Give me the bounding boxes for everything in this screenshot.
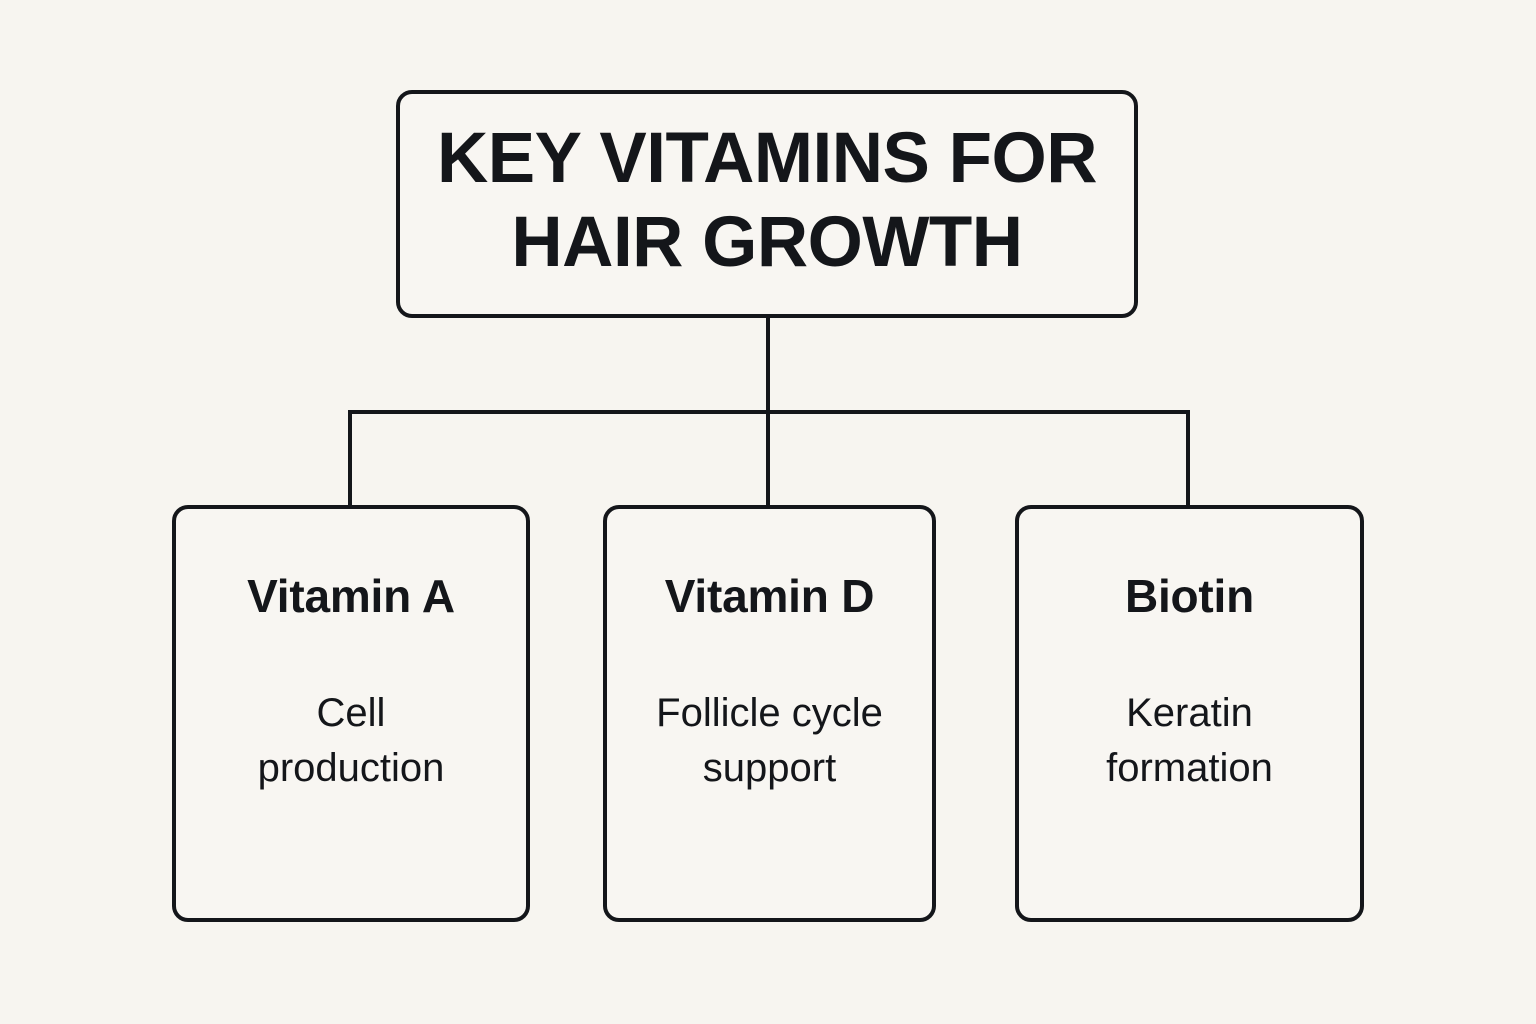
connector-drop-biotin (1186, 410, 1190, 508)
connector-drop-vitamin-a (348, 410, 352, 508)
child-node-title: Vitamin D (664, 570, 875, 622)
child-node-title: Vitamin A (247, 570, 455, 622)
child-node-biotin: Biotin Keratin formation (1015, 505, 1364, 922)
root-node-key-vitamins: KEY VITAMINS FOR HAIR GROWTH (396, 90, 1138, 318)
child-node-description: Keratin formation (1106, 690, 1273, 790)
child-node-description: Cell production (257, 690, 445, 790)
root-node-title: KEY VITAMINS FOR HAIR GROWTH (437, 119, 1097, 282)
child-node-vitamin-d: Vitamin D Follicle cycle support (603, 505, 936, 922)
child-node-vitamin-a: Vitamin A Cell production (172, 505, 530, 922)
child-node-description: Follicle cycle support (656, 690, 883, 790)
connector-root-stem (766, 316, 770, 414)
connector-drop-vitamin-d (766, 410, 770, 508)
child-node-title: Biotin (1124, 570, 1255, 622)
